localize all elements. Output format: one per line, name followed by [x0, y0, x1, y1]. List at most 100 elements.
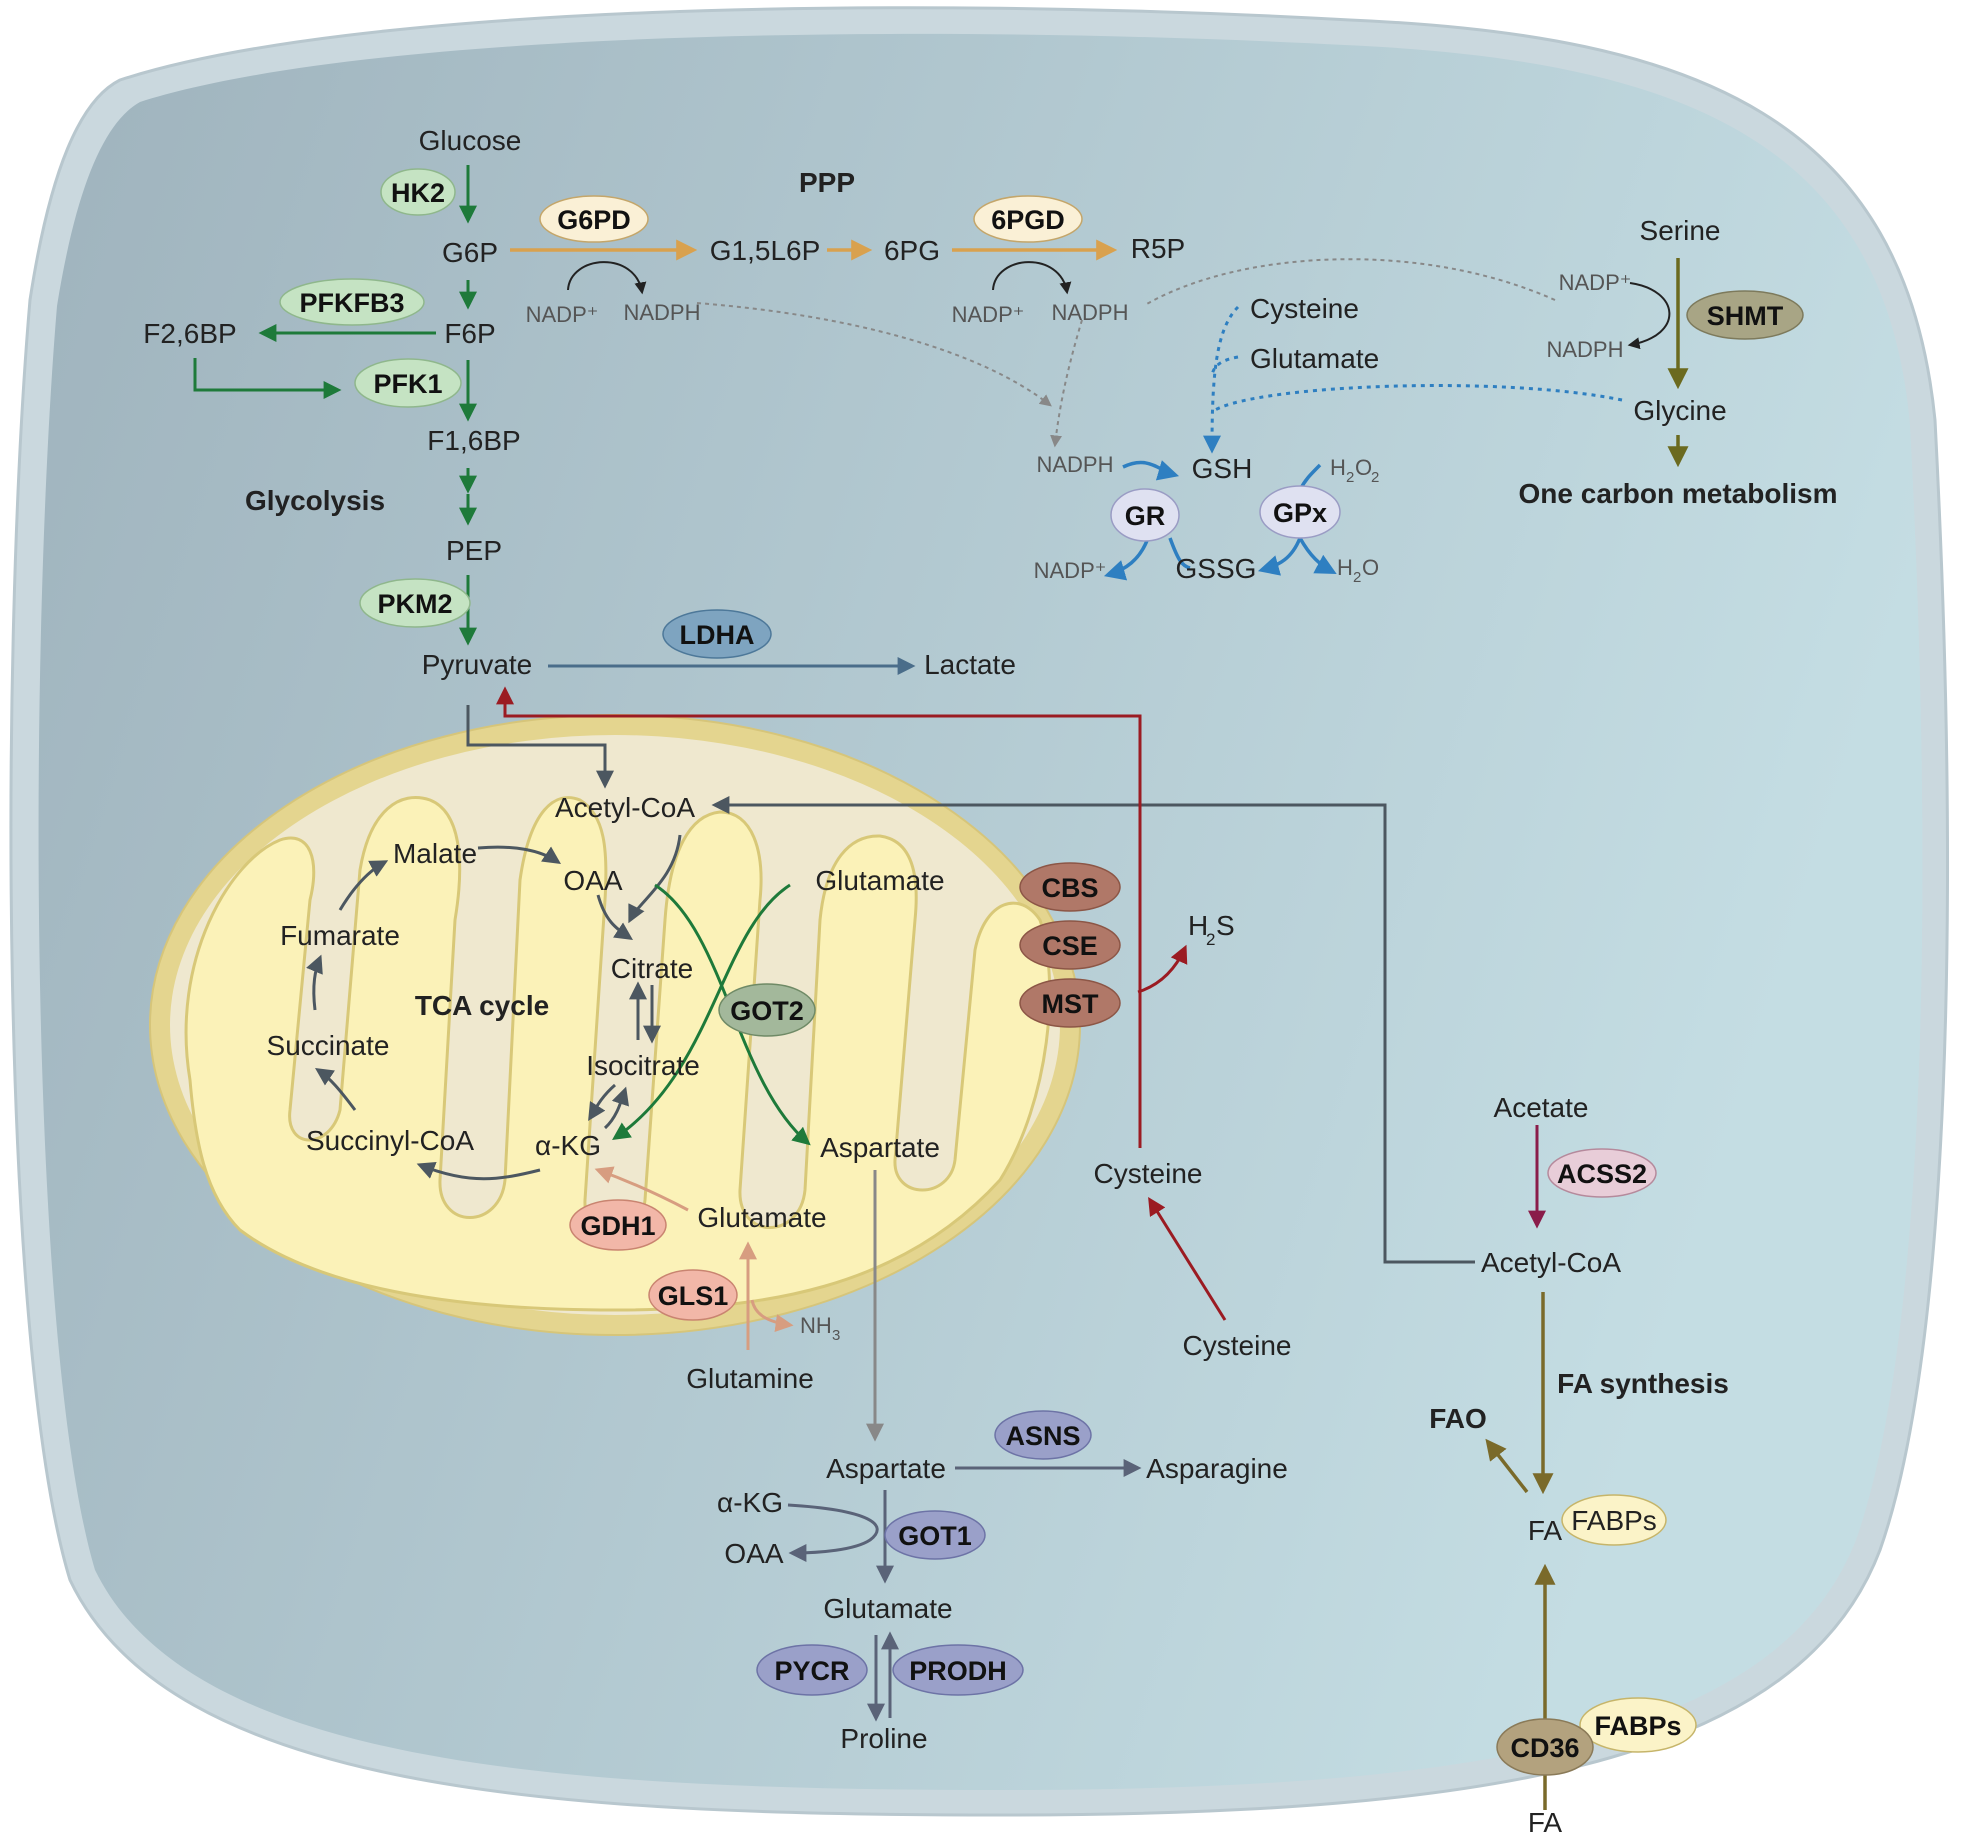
metabolite-pyruvate: Pyruvate [422, 649, 533, 680]
dotted-glycine-to-gsh [1214, 384, 1623, 412]
metabolite-asparagine: Asparagine [1146, 1453, 1288, 1484]
metabolite-serine: Serine [1640, 215, 1721, 246]
h2o2-sub-1: 2 [1346, 469, 1354, 486]
metabolite-glutamate-mito: Glutamate [697, 1202, 826, 1233]
metabolite-aspartate-mito: Aspartate [820, 1132, 940, 1163]
enzyme-label-got1: GOT1 [898, 1521, 972, 1551]
enzyme-label-asns: ASNS [1005, 1421, 1080, 1451]
metabolite-oaa-mito: OAA [563, 865, 622, 896]
metabolite-nh3: NH 3 [800, 1313, 840, 1344]
enzyme-gls1: GLS1 [648, 1269, 738, 1321]
enzyme-got1: GOT1 [884, 1510, 986, 1560]
metabolite-glutamate-cyto: Glutamate [823, 1593, 952, 1624]
arrow-glutamine-nh3 [750, 1299, 794, 1332]
enzyme-label-pkm2: PKM2 [377, 589, 452, 619]
arrow-nadp-nadph-1 [567, 261, 647, 295]
arrow-cysteine-pyruvate [496, 686, 1142, 1148]
enzyme-cbs: CBS [1019, 862, 1121, 912]
metabolite-f26bp: F2,6BP [143, 318, 236, 349]
arrow-gpx-h2o [1298, 537, 1337, 574]
metabolite-acetyl-coa-mito: Acetyl-CoA [555, 792, 695, 823]
metabolite-nadph-2: NADPH [1051, 300, 1128, 325]
enzyme-pkm2: PKM2 [359, 578, 471, 628]
arrow-akg-isocitrate [603, 1086, 629, 1130]
metabolite-f6p: F6P [444, 318, 495, 349]
dotted-nadph2-to-gr [1050, 319, 1083, 448]
h2o2-o: O [1355, 455, 1372, 480]
label-glycolysis: Glycolysis [245, 485, 385, 516]
metabolite-nadp-gr: NADP⁺ [1034, 558, 1107, 583]
enzyme-label-cse: CSE [1042, 931, 1098, 961]
metabolite-glucose: Glucose [419, 125, 522, 156]
h2o2-sub-2: 2 [1371, 469, 1379, 486]
h2o-sub: 2 [1353, 569, 1361, 586]
metabolite-pep: PEP [446, 535, 502, 566]
metabolite-glutamate-mito-top: Glutamate [815, 865, 944, 896]
metabolite-citrate: Citrate [611, 953, 693, 984]
arrow-glutamate-akg-got2 [612, 883, 791, 1141]
metabolite-succinyl-coa: Succinyl-CoA [306, 1125, 474, 1156]
enzyme-label-acss2: ACSS2 [1557, 1159, 1647, 1189]
metabolite-nadp-1: NADP⁺ [526, 302, 599, 327]
enzyme-acss2: ACSS2 [1547, 1148, 1657, 1198]
label-ppp: PPP [799, 167, 855, 198]
enzyme-label-cbs: CBS [1041, 873, 1098, 903]
arrow-akg-oaa-got1 [787, 1503, 879, 1562]
arrow-fa-fao [1485, 1438, 1529, 1494]
h2o-o: O [1362, 555, 1379, 580]
enzyme-label-gls1: GLS1 [658, 1281, 729, 1311]
arrow-oaa-citrate [596, 894, 633, 940]
arrow-f26bp-pfk1 [193, 358, 342, 399]
metabolite-isocitrate: Isocitrate [586, 1050, 700, 1081]
metabolite-fumarate: Fumarate [280, 920, 400, 951]
enzyme-label-gr: GR [1125, 501, 1166, 531]
metabolite-fa-out: FA [1528, 1807, 1563, 1836]
enzyme-label-mst: MST [1042, 989, 1100, 1019]
nh3-nh: NH [800, 1313, 832, 1338]
metabolite-aspartate-cyto: Aspartate [826, 1453, 946, 1484]
arrow-nadp-nadph-serine [1627, 282, 1671, 350]
enzyme-fabps-membrane: FABPs [1579, 1697, 1697, 1753]
nh3-sub: 3 [832, 1327, 840, 1344]
metabolite-akg-mito: α-KG [535, 1130, 601, 1161]
arrow-malate-oaa [477, 845, 561, 864]
enzyme-label-got2: GOT2 [730, 996, 804, 1026]
metabolite-g15l6p: G1,5L6P [710, 235, 821, 266]
metabolite-nadph-serine: NADPH [1546, 337, 1623, 362]
label-fao: FAO [1429, 1403, 1487, 1434]
dotted-glutamate-to-gsh [1210, 355, 1239, 376]
arrow-gr-gsh [1168, 537, 1191, 570]
metabolite-gssg: GSSG [1176, 553, 1257, 584]
enzyme-label-shmt: SHMT [1707, 301, 1784, 331]
dotted-serine-nadph-to-gr [1144, 258, 1556, 306]
enzyme-label-fabps-membrane: FABPs [1594, 1711, 1681, 1741]
enzyme-fabps-cyto: FABPs [1561, 1494, 1667, 1546]
label-tca-cycle: TCA cycle [415, 990, 549, 1021]
arrow-glutamate-akg-gdh1 [594, 1166, 689, 1212]
metabolite-cysteine-top: Cysteine [1250, 293, 1359, 324]
arrow-akg-succinylcoa [416, 1161, 541, 1181]
arrow-pyruvate-acetylcoa [466, 705, 614, 789]
enzyme-cd36: CD36 [1496, 1718, 1594, 1776]
metabolite-h2o: H 2 O [1337, 555, 1379, 586]
h2s-s: S [1216, 910, 1235, 941]
enzyme-pfk1: PFK1 [354, 358, 462, 408]
enzyme-cse: CSE [1019, 920, 1121, 970]
metabolite-acetate: Acetate [1494, 1092, 1589, 1123]
enzyme-pfkfb3: PFKFB3 [279, 278, 425, 326]
enzyme-gpx: GPx [1259, 485, 1341, 539]
enzyme-label-pfk1: PFK1 [373, 369, 442, 399]
arrow-mst-h2s [1137, 944, 1188, 994]
arrow-nadp-nadph-2 [992, 261, 1072, 295]
arrow-fumarate-malate [338, 860, 389, 911]
arrow-succinylcoa-succinate [315, 1068, 357, 1111]
metabolite-glutamate-top: Glutamate [1250, 343, 1379, 374]
arrow-succinate-fumarate [306, 954, 323, 1011]
metabolite-nadph-gr: NADPH [1036, 452, 1113, 477]
enzyme-label-hk2: HK2 [391, 178, 445, 208]
metabolite-nadph-1: NADPH [623, 300, 700, 325]
arrow-nadph-gsh [1122, 460, 1180, 481]
enzyme-label-pfkfb3: PFKFB3 [299, 288, 404, 318]
h2o2-h: H [1330, 455, 1346, 480]
